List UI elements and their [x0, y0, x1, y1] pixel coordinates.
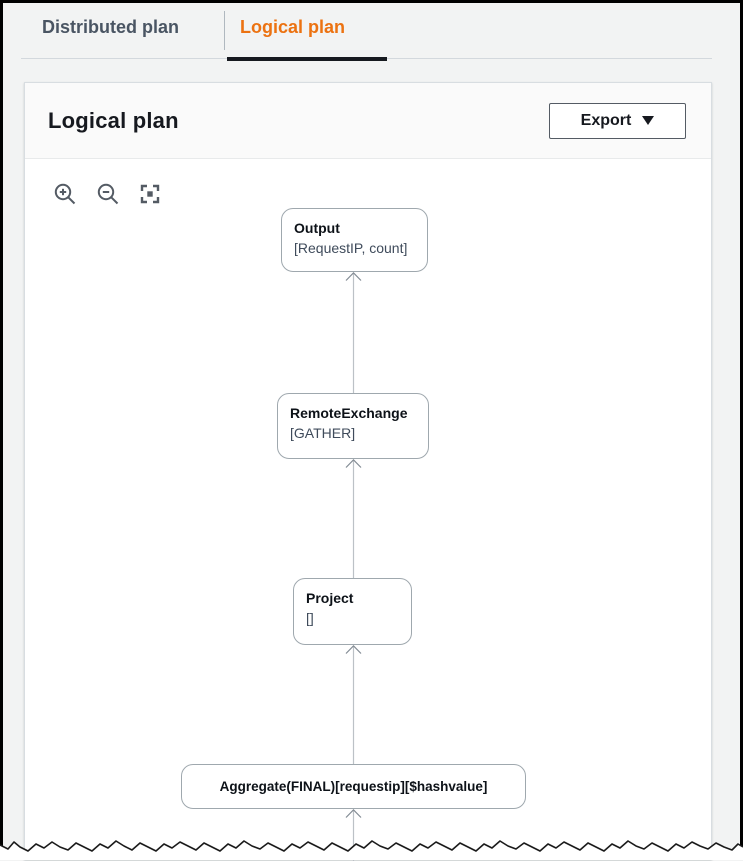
zoom-out-button[interactable] [96, 182, 120, 206]
export-button[interactable]: Export [549, 102, 686, 139]
tab-logical-plan[interactable]: Logical plan [240, 17, 346, 37]
active-tab-indicator [227, 57, 387, 61]
node-subtitle: [GATHER] [290, 425, 356, 441]
node-subtitle: [RequestIP, count] [294, 240, 408, 256]
edge-arrowhead-icon [345, 808, 362, 818]
edge-arrowhead-icon [345, 271, 362, 281]
edge-arrowhead-icon [345, 644, 362, 654]
node-subtitle: [] [306, 610, 314, 626]
tab-bar: Distributed plan Logical plan [3, 3, 740, 62]
tab-divider [224, 11, 225, 50]
node-title: RemoteExchange [290, 405, 408, 421]
panel-header: Logical plan Export [25, 83, 711, 159]
node-title: Aggregate(FINAL)[requestip][$hashvalue] [219, 779, 488, 794]
zoom-in-button[interactable] [53, 182, 77, 206]
node-project[interactable]: Project [] [293, 578, 412, 645]
tab-distributed-plan[interactable]: Distributed plan [42, 17, 180, 37]
panel-title: Logical plan [48, 107, 179, 133]
node-title: Project [306, 590, 354, 606]
node-output[interactable]: Output [RequestIP, count] [281, 208, 428, 272]
export-button-label: Export [580, 111, 632, 129]
node-aggregate[interactable]: Aggregate(FINAL)[requestip][$hashvalue] [181, 764, 526, 809]
node-remote-exchange[interactable]: RemoteExchange [GATHER] [277, 393, 429, 459]
caret-down-icon [642, 116, 655, 125]
node-title: Output [294, 220, 340, 236]
fit-view-icon [140, 184, 160, 204]
logical-plan-panel: Logical plan Export [24, 82, 712, 861]
diagram-edges [345, 271, 362, 861]
zoom-in-icon [54, 183, 76, 205]
zoom-out-icon [97, 183, 119, 205]
fit-view-button[interactable] [138, 182, 162, 206]
edge-arrowhead-icon [345, 458, 362, 468]
